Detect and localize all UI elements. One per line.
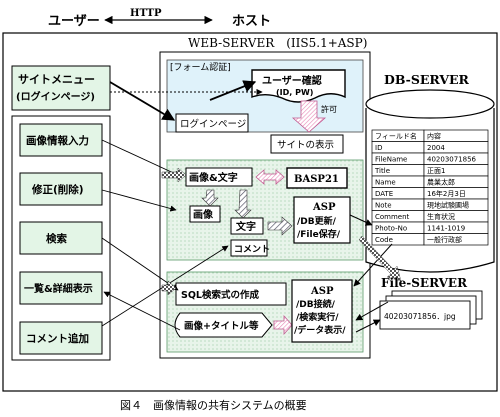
site-display-label: サイトの表示 <box>277 139 334 151</box>
menu-item-search-label: 検索 <box>46 232 67 245</box>
image-box <box>189 205 221 223</box>
arrow-edit-to-update <box>101 189 177 212</box>
db-field-name: FileName <box>375 156 407 164</box>
db-field-value: 農業太郎 <box>427 178 455 187</box>
menu-item-list-detail-label: 一覧&詳細表示 <box>24 282 93 295</box>
asp-update-box <box>293 196 351 244</box>
arrow-asp-to-db <box>349 214 373 226</box>
arrow-login-to-usercheck <box>209 80 257 101</box>
image-text-label: 画像&文字 <box>189 171 238 184</box>
db-cell <box>423 233 489 246</box>
db-cylinder-top <box>365 89 495 119</box>
permit-arrow <box>291 100 327 133</box>
file-card-front <box>379 300 471 330</box>
db-field-name: Name <box>375 179 396 187</box>
db-field-name: Title <box>374 167 390 175</box>
site-menu-box <box>11 65 111 111</box>
image-label: 画像 <box>193 208 214 221</box>
db-server-title: DB-SERVER <box>384 72 470 87</box>
db-field-name: DATE <box>375 190 393 198</box>
arrow-search-to-sql <box>101 237 179 291</box>
site-display-box <box>270 134 344 154</box>
user-label: ユーザー <box>48 14 100 29</box>
checker-arrow-db-to-file <box>358 235 402 282</box>
login-page-label: ログインページ <box>180 118 246 130</box>
file-server-title: File-SERVER <box>381 276 468 290</box>
asp-update-line-2: /DB更新/ <box>297 215 337 227</box>
basp-arrow <box>255 169 285 185</box>
menu-item-edit[interactable] <box>19 172 103 206</box>
db-field-name: ID <box>375 144 382 152</box>
db-field-name: Note <box>375 202 392 210</box>
outer-frame <box>2 32 498 392</box>
file-name: 40203071856．jpg <box>384 312 456 321</box>
hatch-arrow-asp <box>267 216 293 236</box>
menu-item-image-input-label: 画像情報入力 <box>26 134 89 147</box>
menu-item-search[interactable] <box>19 221 103 255</box>
image-title-label: 画像+タイトル等 <box>184 320 259 332</box>
login-page-box <box>175 113 249 133</box>
menu-item-edit-label: 修正(削除) <box>31 183 84 196</box>
db-field-value: 1141-1019 <box>427 225 465 233</box>
arrow-menu-to-login <box>109 81 176 121</box>
arrow-imageinput-to-update <box>101 139 181 177</box>
asp-search-line-3: /検索実行/ <box>296 311 339 323</box>
id-pw-label: (ID, PW) <box>276 88 313 97</box>
db-field-name: Photo-No <box>375 225 407 233</box>
db-header-text: 内容 <box>427 132 441 141</box>
asp-update-line-1: ASP <box>312 202 336 213</box>
asp-search-line-4: /データ表示/ <box>294 324 346 336</box>
comment-box <box>230 239 268 257</box>
image-text-box <box>185 167 253 187</box>
arrow-db-to-aspsearch <box>353 243 393 287</box>
http-label: HTTP <box>130 8 162 19</box>
hatch-arrow-text <box>234 189 252 219</box>
asp-search-line-1: ASP <box>310 286 334 297</box>
text-box <box>230 217 264 235</box>
user-check-label: ユーザー確認 <box>262 74 322 87</box>
db-header-text: フィールド名 <box>375 132 417 141</box>
db-field-value: 正面1 <box>427 167 445 175</box>
menu-item-image-input[interactable] <box>19 123 103 157</box>
db-field-name: Comment <box>375 213 410 221</box>
menu-item-add-comment-label: コメント追加 <box>26 332 89 345</box>
db-field-value: 2004 <box>427 144 445 152</box>
arrow-list-from-search <box>103 291 181 331</box>
search-inner-arrow <box>273 314 293 336</box>
arrow-file-to-aspsearch <box>355 301 389 321</box>
sql-build-box <box>175 282 287 306</box>
permit-label: 許可 <box>321 104 337 114</box>
site-menu-line-1: サイトメニュー <box>18 73 95 86</box>
site-menu-line-2: (ログインページ) <box>16 90 95 103</box>
comment-label: コメント <box>234 244 270 255</box>
arrow-aspsearch-to-file <box>355 319 381 333</box>
web-server-title: WEB-SERVER (IIS5.1+ASP) <box>188 36 367 50</box>
asp-search-box <box>291 279 353 343</box>
checker-arrow-2 <box>161 280 177 296</box>
image-title-box <box>174 312 273 338</box>
basp-box <box>286 167 348 189</box>
db-field-value: 16年2月3日 <box>427 189 466 198</box>
user-check-box <box>251 69 346 103</box>
form-auth-label: [フォーム認証] <box>170 61 231 73</box>
menu-item-list-detail[interactable] <box>19 271 103 305</box>
hatch-arrow-image <box>201 189 219 207</box>
asp-update-line-3: /File保存/ <box>297 228 341 240</box>
figure-caption: 図４ 画像情報の共有システムの概要 <box>120 398 307 412</box>
sql-build-label: SQL検索式の作成 <box>181 289 259 301</box>
menu-item-add-comment[interactable] <box>19 321 103 355</box>
db-field-name: Code <box>375 236 393 244</box>
db-field-value: 生育状況 <box>427 212 455 221</box>
checker-arrow-1 <box>161 167 187 183</box>
asp-search-line-2: /DB接続/ <box>296 298 336 310</box>
db-field-value: 現地試験圃場 <box>427 201 469 210</box>
db-field-value: 一般行政部 <box>427 235 462 244</box>
basp-label: BASP21 <box>294 174 339 185</box>
host-label: ホスト <box>232 14 271 29</box>
text-label: 文字 <box>236 220 256 233</box>
db-field-value: 40203071856 <box>427 156 477 164</box>
